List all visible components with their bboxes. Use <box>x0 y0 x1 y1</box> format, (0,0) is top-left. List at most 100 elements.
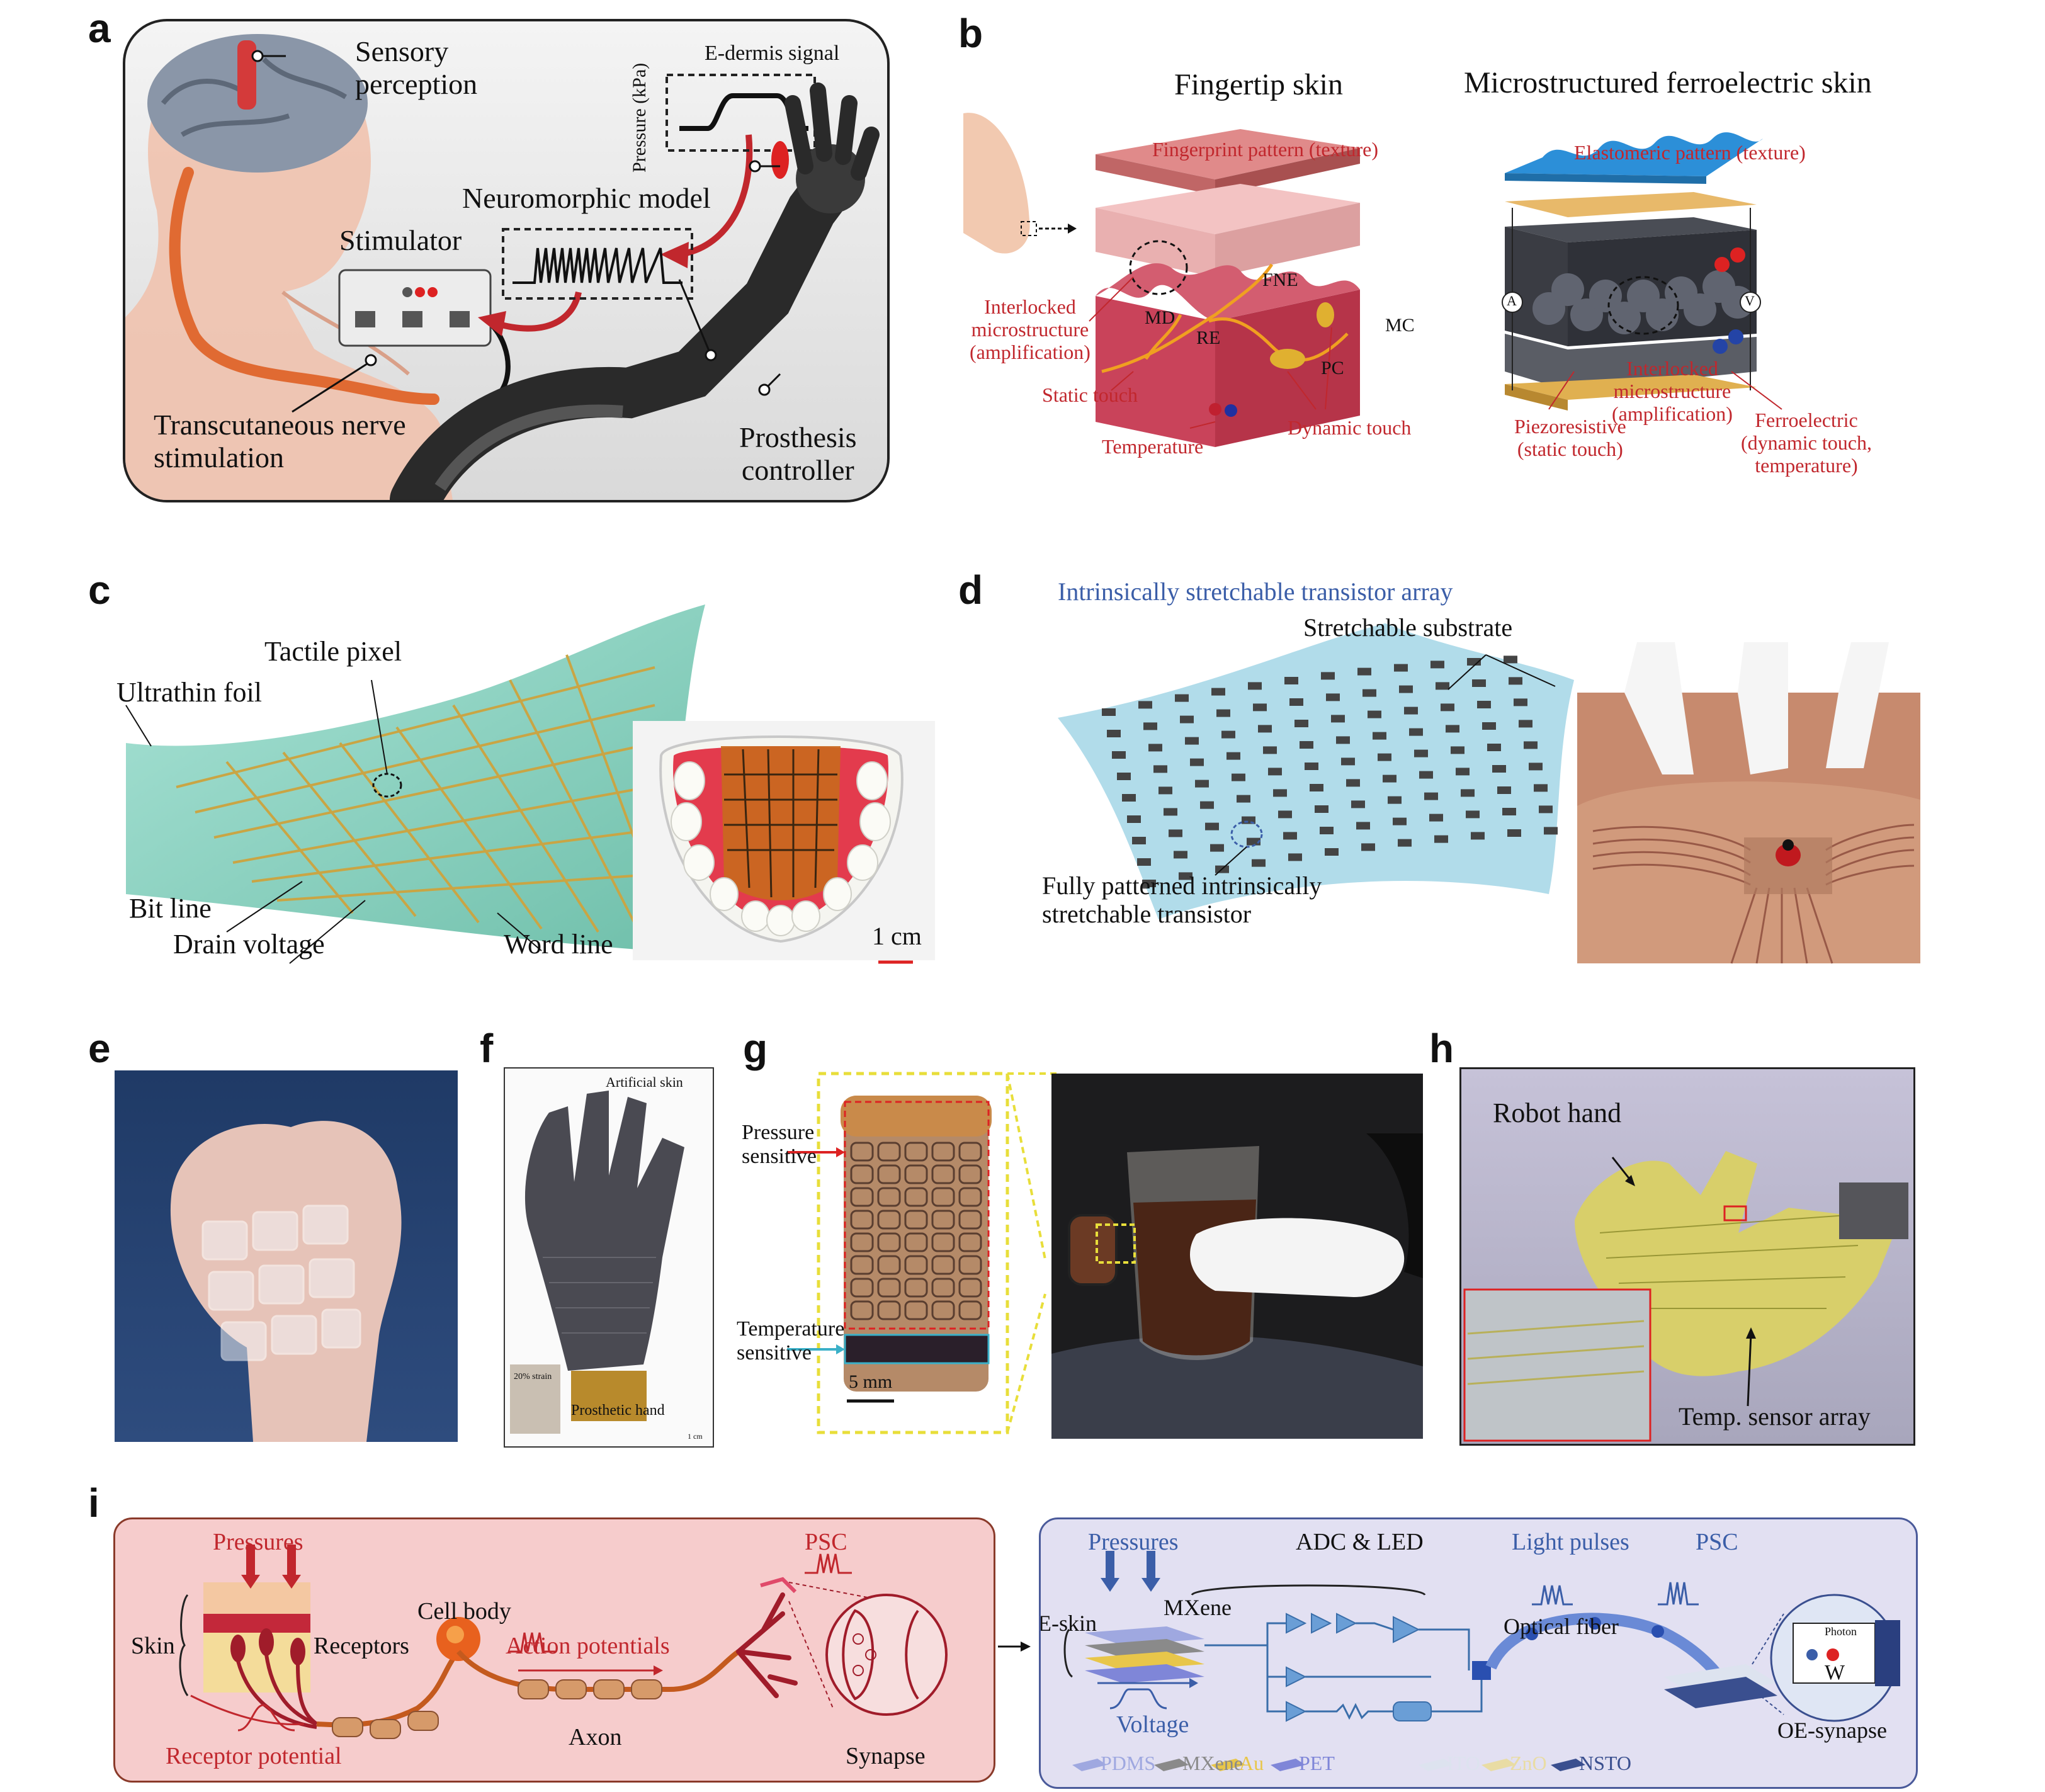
transistor-cell <box>1529 763 1543 771</box>
re-label: RE <box>1196 327 1221 348</box>
nerve-stimulation-label: Transcutaneous nerve stimulation <box>154 409 406 474</box>
stimulator-label: Stimulator <box>339 224 462 256</box>
legend-label-au: Au <box>1239 1752 1264 1774</box>
pressure-sensitive-label: Pressure sensitive <box>742 1121 817 1169</box>
voltmeter-icon: V <box>1745 293 1755 309</box>
transistor-cell <box>1509 677 1522 685</box>
transistor-cell <box>1466 810 1480 819</box>
interlocked-right-label: Interlocked microstructure (amplificatio… <box>1612 357 1733 425</box>
transistor-cell <box>1143 722 1157 730</box>
transistor-cell <box>1268 768 1282 776</box>
photon-label: Photon <box>1825 1625 1857 1638</box>
transistor-cell <box>1534 784 1548 792</box>
transistor-cell <box>1252 859 1266 867</box>
synapse-label: Synapse <box>846 1743 926 1769</box>
transistor-cell <box>1399 685 1413 693</box>
stretchable-substrate-label: Stretchable substrate <box>1303 613 1513 642</box>
pressures-left-label: Pressures <box>213 1529 303 1555</box>
transistor-cell <box>1211 688 1225 696</box>
psc-left-label: PSC <box>805 1529 847 1555</box>
sensor-cell <box>850 1164 874 1184</box>
sensor-cell <box>877 1300 901 1320</box>
transistor-cell <box>1441 703 1454 712</box>
sensor-cell <box>958 1278 982 1298</box>
panel-label-d: d <box>958 567 983 613</box>
sensor-cell <box>877 1187 901 1207</box>
transistor-cell <box>1132 837 1146 844</box>
panel-a: Sensory perception E-dermis signal Press… <box>123 19 890 502</box>
pc-label: PC <box>1321 358 1344 378</box>
transistor-cell <box>1331 715 1345 723</box>
transistor-cell <box>1200 801 1214 809</box>
transistor-cell <box>1487 744 1501 751</box>
scale-bar-f-label: 1 cm <box>688 1432 703 1441</box>
sensor-cell <box>904 1210 928 1230</box>
transistor-cell <box>1362 689 1376 697</box>
mxene-label: MXene <box>1164 1595 1232 1620</box>
transistor-cell <box>1122 794 1136 802</box>
transistor-cell <box>1278 810 1292 819</box>
transistor-cell <box>1373 732 1386 740</box>
sensor-cell <box>904 1278 928 1298</box>
transistor-cell <box>1226 752 1240 760</box>
interlocked-left-label: Interlocked microstructure (amplificatio… <box>970 295 1090 363</box>
legend-label-pet: PET <box>1299 1752 1335 1774</box>
transistor-cell <box>1497 786 1511 794</box>
transistor-cell <box>1169 829 1182 837</box>
transistor-cell <box>1467 658 1481 666</box>
sensor-cell <box>877 1278 901 1298</box>
fne-label: FNE <box>1262 269 1298 290</box>
ammeter-icon: A <box>1507 293 1517 309</box>
transistor-cell <box>1325 848 1339 856</box>
prosthetic-hand-label: Prosthetic hand <box>571 1402 665 1419</box>
scale-bar-c-label: 1 cm <box>872 922 922 950</box>
artificial-skin-hand-photo <box>510 1091 684 1434</box>
transistor-cell <box>1288 853 1302 861</box>
tactile-pixel-label: Tactile pixel <box>264 636 402 667</box>
prosthesis-controller-label: Prosthesis controller <box>739 421 857 486</box>
transistor-cell <box>1404 706 1418 715</box>
legend-swatch-zno <box>1481 1759 1516 1771</box>
sensor-cell <box>850 1210 874 1230</box>
transistor-cell <box>1368 710 1381 718</box>
panel-c: Tactile pixel Ultrathin foil Bit line Dr… <box>101 598 938 989</box>
sensor-cell <box>877 1164 901 1184</box>
legend-swatch-au <box>1211 1759 1245 1771</box>
transistor-cell <box>1289 698 1303 706</box>
transistor-cell <box>1482 722 1496 730</box>
transistor-cell <box>1210 844 1224 852</box>
legend-label-mxene: MXene <box>1182 1752 1243 1774</box>
transistor-cell <box>1429 814 1443 822</box>
transistor-cell <box>1539 805 1553 814</box>
legend-swatch-pdms <box>1072 1759 1107 1771</box>
transistor-cell <box>1398 839 1412 847</box>
transistor-cell <box>1471 832 1485 840</box>
transistor-cell <box>1436 682 1449 690</box>
transistor-cell <box>1205 822 1219 831</box>
transistor-cell <box>1112 751 1126 759</box>
transistor-array-illustration <box>1058 623 1920 964</box>
transistor-cell <box>1158 786 1172 795</box>
transistor-cell <box>1419 771 1433 779</box>
sensor-cell <box>877 1255 901 1275</box>
panel-label-g: g <box>743 1026 768 1071</box>
sensor-cell <box>931 1300 955 1320</box>
sensor-cell <box>877 1232 901 1252</box>
transistor-cell <box>1273 789 1287 797</box>
drain-voltage-label: Drain voltage <box>173 929 325 960</box>
transistor-cell <box>1305 763 1318 770</box>
panel-g: Pressure sensitive Temperature sensitive… <box>737 1070 1423 1442</box>
transistor-cell <box>1175 694 1189 702</box>
transistor-cell <box>1356 822 1370 830</box>
transistor-cell <box>1284 677 1298 684</box>
transistor-cell <box>1310 784 1323 791</box>
i-connector-arrow <box>998 1642 1031 1652</box>
sensor-cell <box>850 1255 874 1275</box>
transistor-cell <box>1492 765 1506 773</box>
transistor-cell <box>1148 744 1162 752</box>
transistor-cell <box>1341 757 1355 766</box>
panel-e-photo <box>115 1070 458 1442</box>
biological-pathway-illustration <box>179 1545 948 1739</box>
transistor-cell <box>1502 808 1516 815</box>
transistor-cell <box>1174 851 1187 859</box>
